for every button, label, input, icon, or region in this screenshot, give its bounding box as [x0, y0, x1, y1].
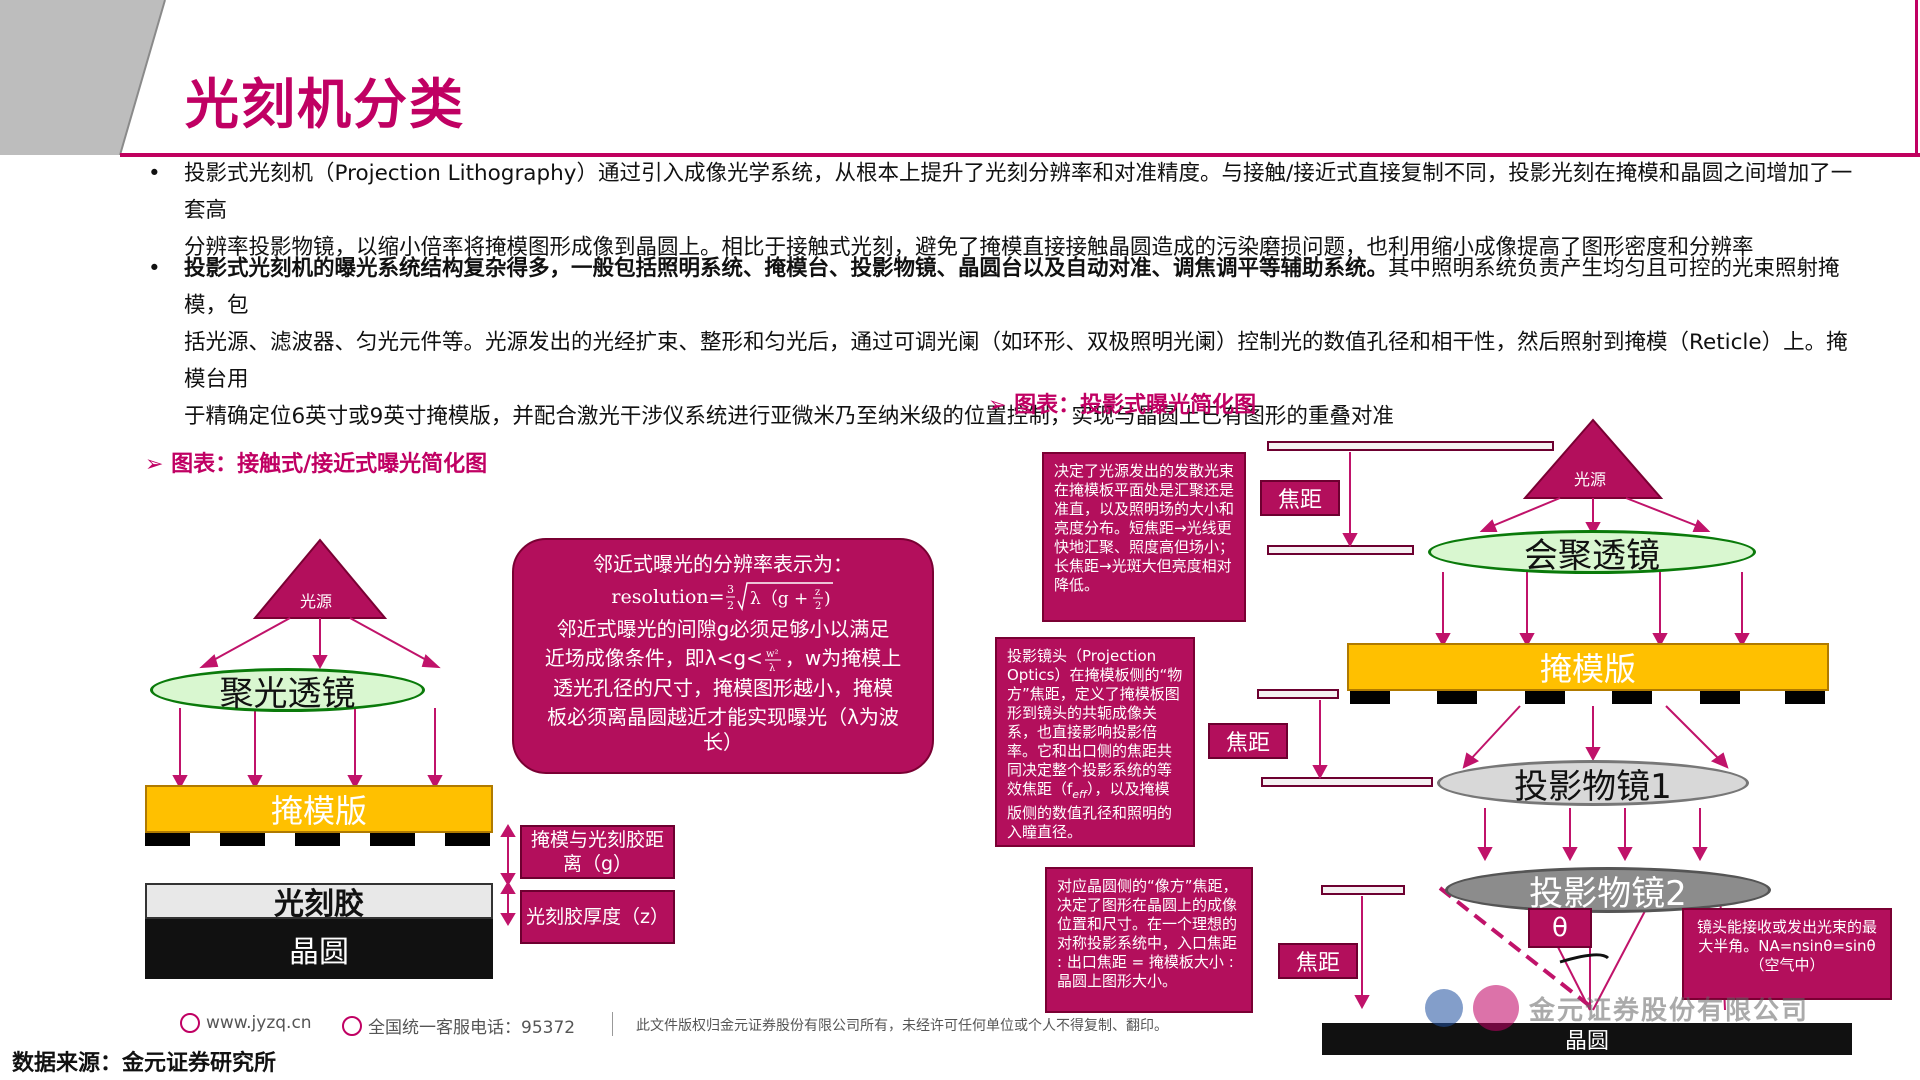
- focal-length-label-2: 焦距: [1208, 723, 1288, 759]
- converging-lens-label: 会聚透镜: [1524, 535, 1660, 576]
- objective-1-label: 投影物镜1: [1514, 766, 1672, 807]
- wafer-label: 晶圆: [1564, 1029, 1609, 1054]
- object-side-focal-note: 投影镜头（Projection Optics）在掩模板侧的“物方”焦距，定义了掩…: [995, 637, 1195, 847]
- gap-distance-label: 掩模与光刻胶距离（g）: [520, 825, 675, 879]
- svg-text:): ): [824, 589, 831, 609]
- svg-text:λ（g +: λ（g +: [750, 589, 808, 609]
- light-source-label: 光源: [300, 592, 333, 611]
- footer-website[interactable]: www.jyzq.cn: [180, 1013, 312, 1033]
- focal-plate-wafer: [1321, 885, 1405, 895]
- logo-emblem-icon: [1425, 989, 1463, 1027]
- focal-plate-lens: [1267, 545, 1414, 555]
- paragraph-projection-intro: • 投影式光刻机（Projection Lithography）通过引入成像光学…: [148, 155, 1868, 266]
- wafer-substrate: 晶圆: [145, 919, 493, 979]
- wafer-substrate: 晶圆: [1322, 1023, 1852, 1055]
- wafer-label: 晶圆: [289, 935, 349, 970]
- right-diagram-title: ➢ 图表：投影式曝光简化图: [988, 393, 1257, 418]
- resist-thickness-label: 光刻胶厚度（z）: [520, 890, 675, 944]
- data-source: 数据来源：金元证券研究所: [12, 1051, 277, 1076]
- paragraph-line: 括光源、滤波器、匀光元件等。光源发出的光经扩束、整形和匀光后，通过可调光阑（如环…: [184, 330, 1848, 392]
- paragraph-line: 于精确定位6英寸或9英寸掩模版，并配合激光干涉仪系统进行亚微米乃至纳米级的位置控…: [184, 404, 1394, 429]
- numerical-aperture-note: 镜头能接收或发出光束的最大半角。NA=nsinθ=sinθ（空气中）: [1682, 908, 1892, 1000]
- illumination-focal-note: 决定了光源发出的发散光束在掩模板平面处是汇聚还是准直，以及照明场的大小和亮度分布…: [1042, 452, 1246, 622]
- converging-lens: 会聚透镜: [1428, 530, 1756, 576]
- focal-plate-objective: [1261, 777, 1433, 787]
- condenser-lens: 聚光透镜: [150, 668, 425, 714]
- company-logo: 金元证券股份有限公司: [1425, 985, 1809, 1031]
- paragraph-exposure-system: • 投影式光刻机的曝光系统结构复杂得多，一般包括照明系统、掩模台、投影物镜、晶圆…: [148, 250, 1868, 435]
- paragraph-line: 分辨率投影物镜，以缩小倍率将掩模图形成像到晶圆上。相比于接触式光刻，避免了掩模直…: [184, 235, 1754, 260]
- mask-plate: 掩模版: [145, 785, 493, 833]
- formula-text: 透光孔径的尺寸，掩模图形越小，掩模: [553, 675, 893, 700]
- dimension-arrows: [500, 824, 516, 926]
- mask-rays: [1462, 705, 1729, 769]
- logo-mark-icon: [1473, 985, 1519, 1031]
- phone-icon: [342, 1015, 362, 1036]
- mask-pattern: [1350, 690, 1825, 704]
- projection-objective-1: 投影物镜1: [1437, 760, 1749, 807]
- svg-text:3: 3: [727, 583, 734, 596]
- formula-text: 长）: [703, 729, 743, 754]
- mask-plate-label: 掩模版: [1539, 650, 1636, 688]
- mask-plate: 掩模版: [1347, 643, 1829, 691]
- formula-intro: 邻近式曝光的分辨率表示为：: [593, 552, 853, 576]
- w2-over-lambda: w² λ: [764, 649, 781, 674]
- projection-exposure-diagram: [1257, 418, 1825, 1012]
- svg-text:2: 2: [815, 601, 821, 612]
- paragraph-line: 投影式光刻机的曝光系统结构复杂得多，一般包括照明系统、掩模台、投影物镜、晶圆台以…: [148, 250, 1868, 324]
- svg-text:z: z: [815, 587, 820, 598]
- page-title: 光刻机分类: [185, 73, 465, 136]
- contact-exposure-diagram: [145, 538, 516, 926]
- title-divider: [120, 153, 1920, 157]
- lens-rays: [1435, 572, 1750, 648]
- theta-arc: [1559, 953, 1610, 964]
- image-side-focal-note: 对应晶圆侧的“像方”焦距，决定了图形在晶圆上的成像位置和尺寸。在一个理想的对称投…: [1045, 867, 1253, 1013]
- footer-hotline: 全国统一客服电话：95372: [342, 1013, 575, 1038]
- theta-label: θ: [1528, 908, 1592, 948]
- source-rays: [199, 617, 441, 670]
- svg-text:λ: λ: [769, 663, 776, 674]
- svg-text:2: 2: [727, 599, 734, 612]
- sqrt-expression: 3 2 λ（g + z 2 ): [725, 582, 833, 612]
- paragraph-line: 投影式光刻机（Projection Lithography）通过引入成像光学系统…: [184, 161, 1853, 223]
- focal-plate-mask: [1257, 689, 1339, 699]
- formula-text: 板必须离晶圆越近才能实现曝光（λ为波: [547, 704, 899, 729]
- globe-icon: [180, 1013, 200, 1033]
- left-diagram-title: ➢ 图表：接触式/接近式曝光简化图: [145, 452, 488, 477]
- eff-subscript: eff: [1072, 788, 1087, 801]
- mask-plate-label: 掩模版: [270, 792, 367, 830]
- resolution-formula: resolution= 3 2 λ（g + z 2 ): [514, 579, 932, 615]
- formula-text: 邻近式曝光的间隙g必须足够小以满足: [556, 617, 890, 641]
- logo-text: 金元证券股份有限公司: [1529, 995, 1810, 1026]
- bullet: •: [148, 161, 161, 186]
- bullet: •: [148, 256, 161, 281]
- svg-text:w²: w²: [766, 649, 779, 660]
- resolution-formula-box: 邻近式曝光的分辨率表示为： resolution= 3 2 λ（g + z 2 …: [512, 538, 934, 774]
- mask-pattern: [145, 832, 490, 846]
- footer-divider: [612, 1012, 613, 1036]
- objective-rays: [1477, 808, 1708, 862]
- photoresist-layer: 光刻胶: [145, 883, 493, 922]
- footer-copyright: 此文件版权归金元证券股份有限公司所有，未经许可任何单位或个人不得复制、翻印。: [636, 1018, 1168, 1034]
- paragraph-line-rest: 其中照明系统负责产生均匀且可控的光束照射掩模，包: [184, 256, 1840, 318]
- focal-length-label-1: 焦距: [1260, 480, 1340, 516]
- header-decoration: [0, 0, 1918, 156]
- focal-length-label-3: 焦距: [1278, 943, 1358, 979]
- objective-2-label: 投影物镜2: [1529, 873, 1687, 914]
- condenser-lens-label: 聚光透镜: [219, 673, 356, 714]
- bold-lead: 投影式光刻机的曝光系统结构复杂得多，一般包括照明系统、掩模台、投影物镜、晶圆台以…: [184, 256, 1389, 281]
- projection-objective-2: 投影物镜2: [1445, 867, 1771, 914]
- source-rays: [1479, 497, 1711, 537]
- focal-plate-top: [1267, 441, 1554, 451]
- light-source-label: 光源: [1574, 470, 1607, 489]
- photoresist-label: 光刻胶: [274, 887, 364, 922]
- lens-rays: [172, 708, 443, 790]
